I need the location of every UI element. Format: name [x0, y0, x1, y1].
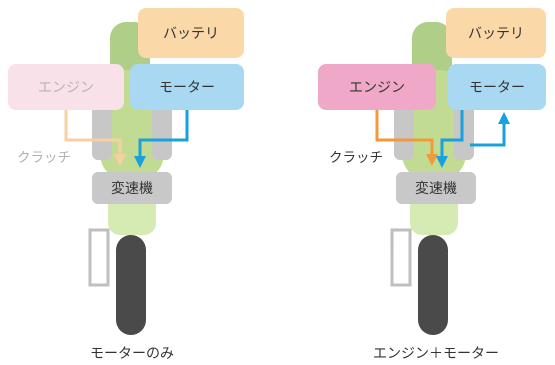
motor-label: モーター [469, 80, 525, 96]
regen-arrow [470, 112, 510, 147]
panel-caption: エンジン＋モーター [373, 346, 499, 362]
clutch-label: クラッチ [329, 150, 383, 166]
engine-box [8, 64, 124, 110]
engine-box [318, 64, 436, 110]
motor-drive-arrow [134, 110, 189, 168]
motor-box [130, 64, 244, 110]
clutch-label: クラッチ [17, 150, 71, 166]
battery-label: バッテリ [163, 26, 219, 42]
panel-engine-plus-motor: バッテリ エンジン モーター クラッチ 変速機 エンジン＋モーター [318, 8, 546, 362]
motor-box [448, 64, 546, 110]
battery-box [138, 8, 244, 58]
transmission-label: 変速機 [111, 180, 153, 197]
engine-drive-arrow [64, 110, 126, 166]
rear-tire [116, 235, 146, 335]
motor-label: モーター [159, 80, 215, 96]
panel-caption: モーターのみ [90, 346, 174, 362]
rear-tire [418, 235, 448, 335]
transmission-label: 変速機 [415, 180, 457, 197]
engine-label: エンジン [349, 80, 405, 96]
motor-drive-arrow [436, 110, 464, 168]
transmission-box [92, 172, 172, 204]
engine-label: エンジン [38, 80, 94, 96]
transmission-box [396, 172, 476, 204]
panel-motor-only: バッテリ エンジン モーター クラッチ 変速機 モーターのみ [8, 8, 244, 362]
battery-label: バッテリ [468, 26, 524, 42]
engine-drive-arrow [375, 110, 438, 166]
battery-box [446, 8, 546, 58]
